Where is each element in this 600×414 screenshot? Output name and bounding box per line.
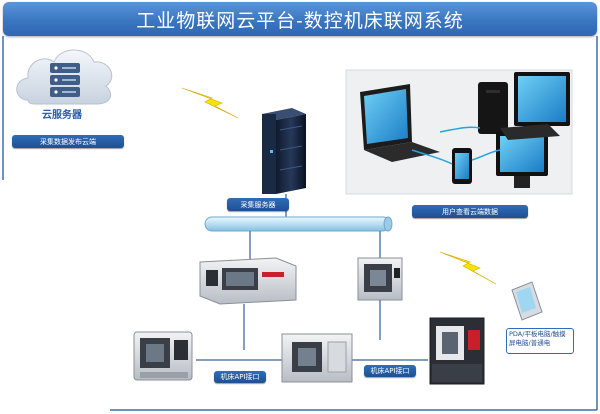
wireless-signal-icon xyxy=(181,87,497,285)
machining-center-icon xyxy=(357,257,403,301)
cnc-machine-right-icon xyxy=(429,317,485,385)
tower-server-icon xyxy=(262,108,306,194)
cloud-caption-tag: 采集数据发布云端 xyxy=(12,135,124,148)
page-title: 工业物联网云平台-数控机床联网系统 xyxy=(3,2,597,36)
api-left-tag: 机床API接口 xyxy=(214,371,266,383)
cloud-server-icon xyxy=(16,49,113,105)
users-label-tag: 用户查看云端数据 xyxy=(412,205,528,218)
cnc-machine-left-icon xyxy=(133,331,193,381)
computers-icon xyxy=(345,69,573,195)
pda-icon xyxy=(511,281,543,321)
cloud-server-label: 云服务器 xyxy=(42,110,82,121)
server-label-tag: 采集服务器 xyxy=(227,198,289,211)
cnc-lathe-icon xyxy=(199,257,297,305)
pda-label: PDA/平板电脑/触摸屏电脑/普通电 xyxy=(506,328,574,354)
api-right-tag: 机床API接口 xyxy=(364,365,416,377)
cnc-machine-center-icon xyxy=(281,333,353,383)
network-bus xyxy=(204,216,393,232)
